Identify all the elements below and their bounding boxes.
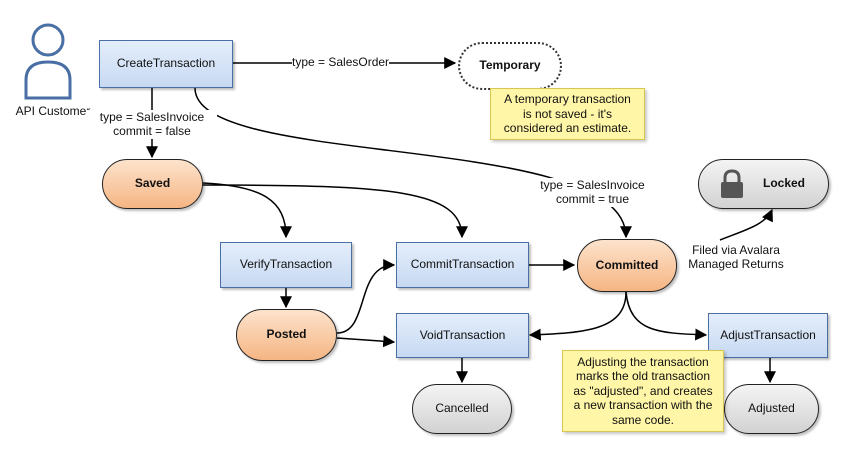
actor-label: API Customer bbox=[15, 104, 91, 118]
lock-icon bbox=[721, 169, 743, 198]
locked-label: Locked bbox=[763, 176, 806, 191]
posted-state[interactable]: Posted bbox=[236, 309, 337, 361]
edge-committed-to-adjust bbox=[625, 291, 708, 341]
temporary-state[interactable]: Temporary bbox=[458, 42, 562, 90]
edge-posted-to-void bbox=[336, 335, 396, 348]
create-transaction-box[interactable]: CreateTransaction bbox=[99, 40, 233, 88]
cancelled-state[interactable]: Cancelled bbox=[412, 384, 512, 434]
edge-label-sales-order: type = SalesOrder bbox=[292, 55, 390, 70]
commit-transaction-box[interactable]: CommitTransaction bbox=[396, 242, 529, 288]
user-icon bbox=[24, 23, 72, 100]
edge-committed-to-locked bbox=[719, 208, 773, 241]
edge-posted-to-commit bbox=[336, 259, 396, 334]
adjusted-state[interactable]: Adjusted bbox=[724, 384, 819, 434]
locked-state[interactable]: Locked bbox=[698, 159, 829, 209]
edge-saved-to-verify bbox=[202, 182, 292, 239]
edge-committed-to-void bbox=[528, 291, 627, 341]
edge-saved-to-commit bbox=[202, 184, 468, 239]
adjust-note: Adjusting the transaction marks the old … bbox=[562, 350, 724, 432]
verify-transaction-box[interactable]: VerifyTransaction bbox=[220, 242, 352, 288]
adjust-transaction-box[interactable]: AdjustTransaction bbox=[708, 313, 828, 358]
edge-label-commit-true: type = SalesInvoice commit = true bbox=[535, 178, 650, 207]
edge-label-commit-false: type = SalesInvoice commit = false bbox=[87, 110, 217, 139]
edge-label-filed-avalara: Filed via Avalara Managed Returns bbox=[681, 243, 791, 272]
saved-state[interactable]: Saved bbox=[102, 159, 203, 209]
void-transaction-box[interactable]: VoidTransaction bbox=[396, 313, 529, 358]
temporary-note: A temporary transaction is not saved - i… bbox=[490, 88, 645, 140]
committed-state[interactable]: Committed bbox=[577, 239, 677, 292]
